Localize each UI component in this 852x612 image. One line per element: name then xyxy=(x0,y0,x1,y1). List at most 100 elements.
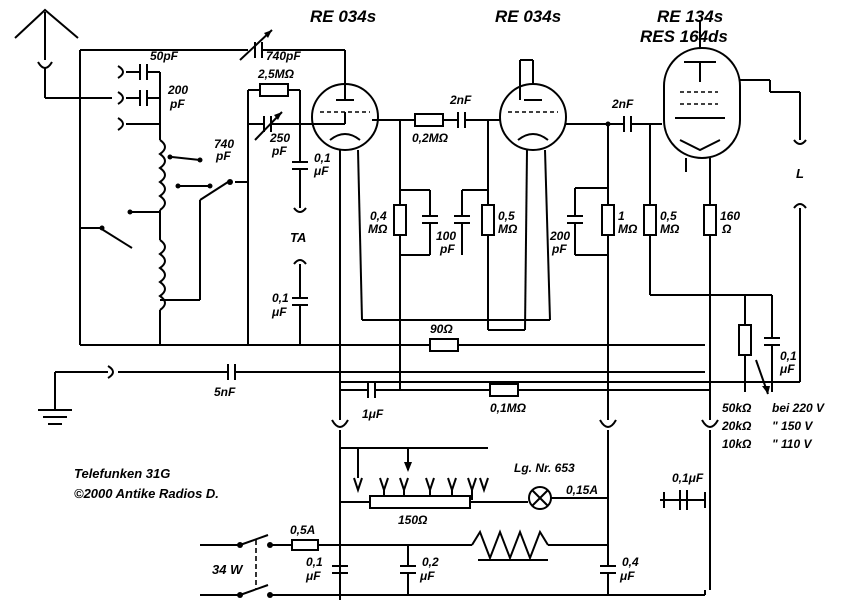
label-c-2nf-2: 2nF xyxy=(611,97,634,111)
band-switch xyxy=(80,154,248,301)
connector-plug-icon xyxy=(331,419,719,600)
label-c-200: 200 xyxy=(167,83,188,97)
voltage-table: 50kΩ bei 220 V 20kΩ " 150 V 10kΩ " 110 V xyxy=(721,401,825,451)
capacitor-0-4uf-psu xyxy=(600,565,616,574)
resistor-1m xyxy=(601,204,615,236)
resistor-0-1m xyxy=(489,383,519,397)
power-switch xyxy=(237,534,273,598)
label-c-200-unit: pF xyxy=(169,97,185,111)
voltage-row-note: bei 220 V xyxy=(772,401,825,415)
speaker-jack-icon xyxy=(793,139,807,209)
label-r-150: 150Ω xyxy=(398,513,428,527)
capacitor-2nf-b xyxy=(608,116,662,132)
heater-taps xyxy=(352,447,489,500)
capacitor-0-1uf-out xyxy=(679,490,688,510)
resistor-dropper xyxy=(738,324,752,356)
label-c-2nf-1: 2nF xyxy=(449,93,472,107)
ground-icon xyxy=(38,372,72,425)
label-r-05m-b: MΩ xyxy=(498,222,518,236)
voltage-row-r: 20kΩ xyxy=(721,419,752,433)
coil-icon xyxy=(158,139,166,345)
variable-capacitor-250pf xyxy=(248,111,345,141)
label-power: 34 W xyxy=(212,562,244,577)
label-c-01-low-b: μF xyxy=(271,305,287,319)
tube-3-label-b: RES 164ds xyxy=(640,27,728,46)
voltage-row-note: " 150 V xyxy=(772,419,813,433)
antenna-jacks xyxy=(117,65,160,131)
variable-capacitor-740pf xyxy=(239,29,345,61)
label-r-04m-b: MΩ xyxy=(368,222,388,236)
capacitor-1uf xyxy=(340,382,490,398)
resistor-90 xyxy=(429,338,459,352)
label-ta: TA xyxy=(290,230,306,245)
label-r-1m-a: 1 xyxy=(618,209,625,223)
capacitor-0-1uf-right xyxy=(764,337,780,346)
capacitor-small-a xyxy=(422,215,438,224)
label-r-01m: 0,1MΩ xyxy=(490,401,527,415)
label-c-01-psu-a: 0,1 xyxy=(306,555,323,569)
resistor-0-2m xyxy=(400,113,458,127)
label-c-04-psu-a: 0,4 xyxy=(622,555,639,569)
label-c-02-psu-a: 0,2 xyxy=(422,555,439,569)
label-c-1uf: 1μF xyxy=(362,407,384,421)
label-c-100-b: pF xyxy=(439,242,455,256)
label-c-740-top: 740pF xyxy=(266,49,301,63)
label-lamp-current: 0,15A xyxy=(566,483,598,497)
ballast-resistor-icon xyxy=(471,529,549,561)
label-c-01-right-b: μF xyxy=(779,362,795,376)
label-c-250-a: 250 xyxy=(269,131,290,145)
label-c-01-psu-b: μF xyxy=(305,569,321,583)
capacitor-0-1uf-psu xyxy=(332,565,348,574)
capacitor-0-1uf-a xyxy=(292,161,308,170)
label-c-02-psu-b: μF xyxy=(419,569,435,583)
resistor-0-4m xyxy=(393,204,407,236)
resistor-0-5m-b xyxy=(643,204,657,236)
label-r-05m2-b: MΩ xyxy=(660,222,680,236)
label-c-01-low-a: 0,1 xyxy=(272,291,289,305)
tube-2-icon xyxy=(499,59,567,331)
capacitor-0-2uf-psu xyxy=(400,565,416,574)
resistor-2-5m xyxy=(248,83,301,124)
label-c-200b-b: pF xyxy=(551,242,567,256)
label-r-05m-a: 0,5 xyxy=(498,209,515,223)
caption-model: Telefunken 31G xyxy=(74,466,170,481)
label-lamp: Lg. Nr. 653 xyxy=(514,461,575,475)
label-c-01-right-a: 0,1 xyxy=(780,349,797,363)
label-c-01-b: μF xyxy=(313,164,329,178)
antenna-icon xyxy=(14,8,112,99)
label-c-50pf: 50pF xyxy=(150,49,179,63)
tube-3-icon xyxy=(663,47,741,205)
capacitor-100pf xyxy=(454,215,470,224)
label-r-160-b: Ω xyxy=(721,222,732,236)
capacitor-5nf xyxy=(227,364,236,380)
label-c-740-a: 740 xyxy=(214,137,234,151)
label-r-160-a: 160 xyxy=(720,209,740,223)
capacitor-50pf xyxy=(139,64,160,80)
label-fuse: 0,5A xyxy=(290,523,315,537)
tube-2-label: RE 034s xyxy=(495,7,561,26)
label-c-01-a: 0,1 xyxy=(314,151,331,165)
resistor-150 xyxy=(369,495,471,509)
label-r-02m: 0,2MΩ xyxy=(412,131,449,145)
tube-3-label-a: RE 134s xyxy=(657,7,723,26)
label-r-04m-a: 0,4 xyxy=(370,209,387,223)
tube-1-label: RE 034s xyxy=(310,7,376,26)
label-c-5nf: 5nF xyxy=(214,385,236,399)
pickup-jack-icon xyxy=(293,207,307,265)
label-r-2-5m: 2,5MΩ xyxy=(257,67,295,81)
caption-copyright: ©2000 Antike Radios D. xyxy=(74,486,219,501)
label-c-200b-a: 200 xyxy=(549,229,570,243)
capacitor-0-1uf-b xyxy=(292,297,308,306)
tube-1-icon xyxy=(311,50,379,321)
voltage-row-r: 10kΩ xyxy=(722,437,752,451)
capacitor-200pf xyxy=(139,90,160,106)
label-r-1m-b: MΩ xyxy=(618,222,638,236)
capacitor-2nf-a xyxy=(457,112,500,128)
label-c-250-b: pF xyxy=(271,144,287,158)
fuse-icon xyxy=(270,539,472,551)
label-r-05m2-a: 0,5 xyxy=(660,209,677,223)
capacitor-200pf-b xyxy=(567,215,583,224)
lamp-icon xyxy=(528,486,552,510)
label-c-100-a: 100 xyxy=(436,229,456,243)
